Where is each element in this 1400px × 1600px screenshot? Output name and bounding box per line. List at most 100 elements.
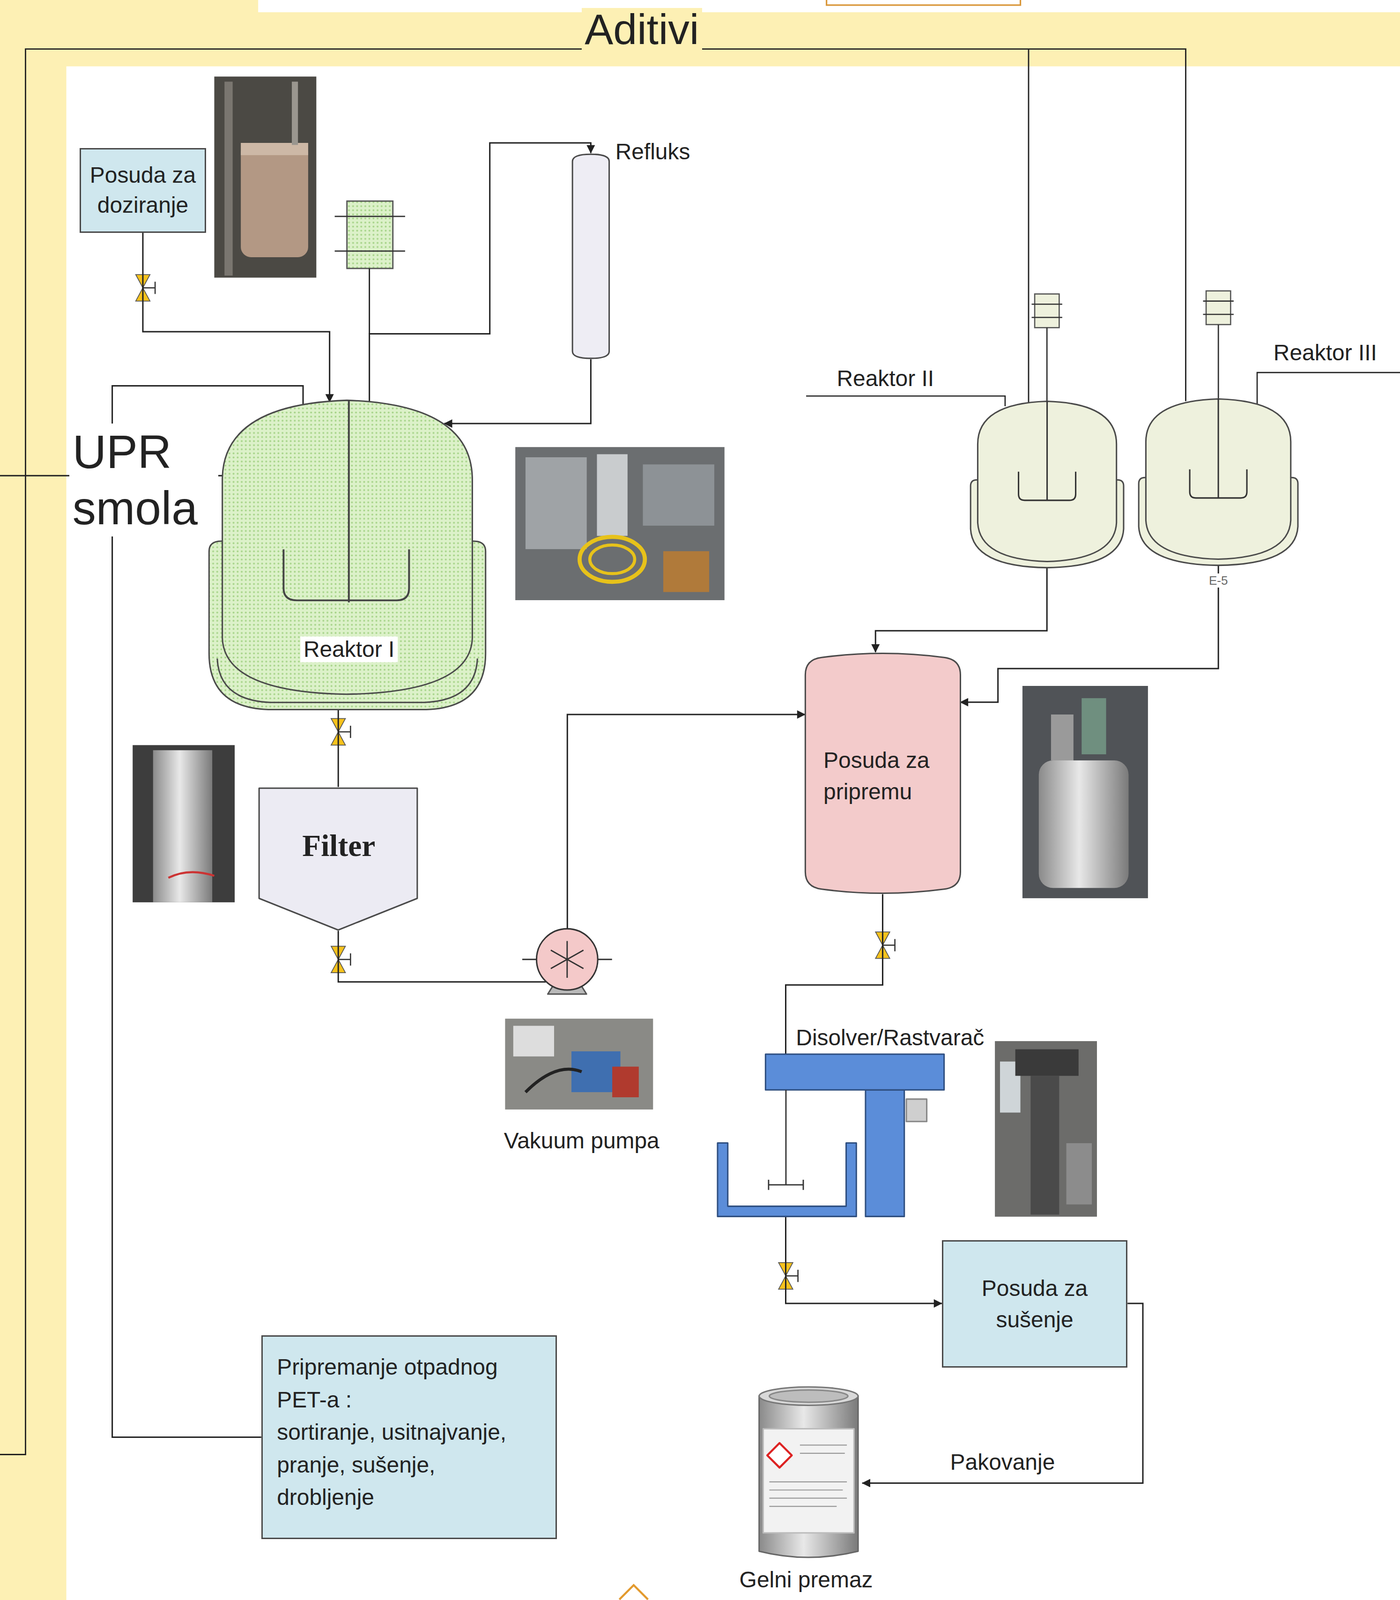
photo	[1022, 685, 1149, 898]
can-body	[759, 1395, 859, 1557]
reactor-vessel: Reaktor III	[1137, 395, 1299, 567]
photo	[642, 464, 714, 526]
photo	[596, 453, 628, 536]
dissolver-knob	[906, 1098, 927, 1122]
flow-line	[567, 714, 806, 929]
reflux-column: Refluks	[571, 153, 611, 360]
photo	[994, 1040, 1097, 1217]
valve-symbol	[349, 953, 352, 966]
node-label: Posuda za sušenje	[953, 1272, 1117, 1335]
flow-line	[444, 359, 591, 424]
preparation-vessel: Posuda za pripremu	[803, 650, 963, 897]
valve-symbol	[894, 938, 896, 951]
valve-symbol	[882, 944, 895, 946]
can-rim	[769, 1389, 849, 1402]
photo	[663, 550, 710, 592]
valve-symbol	[338, 731, 351, 733]
photo	[612, 1066, 639, 1097]
photo	[579, 536, 645, 582]
agitator-motor	[1031, 316, 1063, 319]
pet-preparation-box: Pripremanje otpadnog PET-a :sortiranje, …	[261, 1334, 558, 1540]
node-label: Posuda za pripremu	[823, 744, 956, 808]
drying-vessel: Posuda za sušenje	[941, 1239, 1128, 1368]
photo	[515, 446, 725, 600]
dissolver-column	[865, 1089, 904, 1217]
node-label: Gelni premaz	[739, 1566, 874, 1593]
valve-symbol	[331, 946, 351, 973]
leader-line	[806, 395, 1006, 407]
photo	[1051, 714, 1074, 761]
stream-label: UPR smola	[69, 423, 219, 537]
pump-impeller	[550, 940, 584, 978]
node-label: Posuda za doziranje	[83, 160, 202, 221]
node-label: Disolver/Rastvarač	[795, 1024, 985, 1051]
node-label: Pripremanje otpadnog PET-a :	[276, 1350, 533, 1416]
flow-line	[960, 565, 1219, 703]
orange-tab	[826, 0, 1021, 6]
valve-symbol	[135, 274, 156, 302]
filter-unit: Filter	[258, 786, 419, 931]
vessel-body	[1146, 399, 1291, 560]
agitator-motor	[1203, 313, 1234, 316]
valve-symbol	[778, 1262, 798, 1289]
agitator-motor	[1034, 293, 1060, 328]
can-lid	[759, 1386, 859, 1406]
node-label: Reaktor I	[300, 636, 398, 662]
pump-shape	[522, 926, 613, 995]
reactor-shape	[207, 398, 488, 712]
photo	[1066, 1142, 1092, 1205]
reflux-column-shape	[572, 154, 609, 359]
vessel-body	[977, 400, 1117, 562]
reactor-body	[222, 400, 473, 694]
slide-nav-chevron	[619, 1584, 648, 1600]
photo	[525, 1068, 582, 1092]
photo	[994, 1040, 1097, 1217]
agitator-paddle	[1018, 471, 1076, 500]
main-reactor: Reaktor I	[207, 398, 488, 712]
photo	[513, 1025, 555, 1056]
agitator-shaft	[1217, 399, 1220, 498]
flow-line	[875, 567, 1047, 652]
agitator-motor	[1031, 293, 1063, 401]
can-shape	[755, 1379, 863, 1562]
flow-line	[338, 930, 546, 982]
agitator-motor	[1206, 290, 1231, 325]
agitator-motor	[334, 200, 406, 334]
tank-shape	[803, 650, 963, 897]
valve-symbol	[785, 1274, 798, 1277]
agitator-motor	[1203, 290, 1234, 400]
pump-casing	[536, 928, 599, 990]
photo	[153, 749, 213, 903]
photo	[525, 457, 587, 549]
can-label	[763, 1428, 855, 1533]
photo	[1022, 685, 1149, 898]
agitator-shaft	[1046, 400, 1048, 500]
photo	[240, 142, 309, 156]
agitator-motor	[1217, 324, 1220, 400]
reactor-vessel: Reaktor II	[969, 398, 1125, 569]
photo	[589, 544, 635, 574]
feed-line	[1028, 49, 1030, 404]
agitator-motor	[1203, 300, 1234, 302]
hazard-diamond	[767, 1442, 792, 1467]
photo	[1015, 1049, 1079, 1076]
connector-group	[112, 142, 1219, 1483]
photo	[291, 81, 298, 145]
agitator-paddle	[283, 548, 410, 600]
photo	[214, 76, 317, 278]
agitator-motor	[334, 250, 406, 252]
photo	[240, 142, 309, 258]
dissolver-arm	[765, 1053, 944, 1090]
white-panel	[66, 66, 1400, 1600]
edge-label: Pakovanje	[947, 1448, 1059, 1475]
agitator-paddle	[1189, 469, 1247, 498]
photo	[132, 744, 235, 903]
agitator-shaft	[348, 400, 350, 602]
node-label: Refluks	[615, 138, 691, 165]
photo	[504, 1018, 653, 1110]
photo	[168, 871, 215, 878]
equipment-tag: E-5	[1205, 573, 1231, 588]
photo	[214, 76, 317, 278]
